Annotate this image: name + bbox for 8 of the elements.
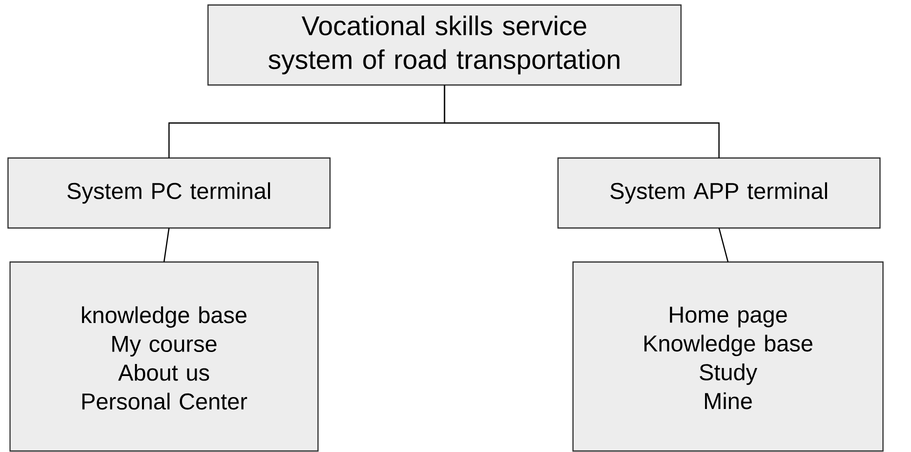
terminal-box: System APP terminal <box>557 157 881 229</box>
connector-line <box>718 228 729 262</box>
terminal-box: System PC terminal <box>7 157 331 229</box>
connector-line <box>163 228 170 262</box>
menu-box: knowledge base My course About us Personal Center <box>9 261 319 452</box>
connector-line <box>444 84 720 158</box>
title-box: Vocational skills service system of road transportation <box>207 4 682 86</box>
menu-box: Home page Knowledge base Study Mine <box>572 261 884 452</box>
